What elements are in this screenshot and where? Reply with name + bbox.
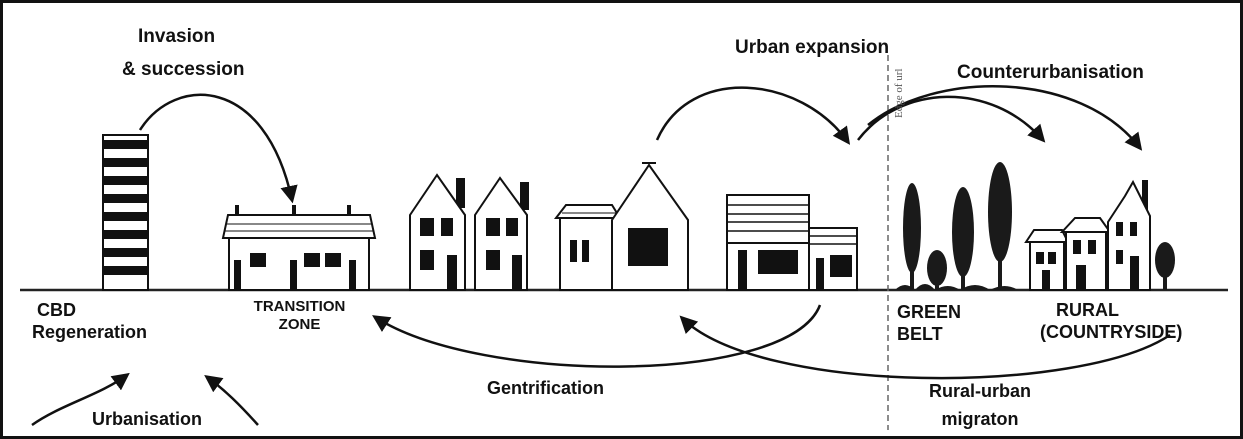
counterurbanisation-arrow-1 bbox=[857, 95, 1046, 143]
rural-urban-arrow bbox=[679, 315, 1171, 380]
urbanisation-arrow-left bbox=[31, 372, 130, 427]
green-belt-trees bbox=[895, 162, 1018, 290]
rural-urban-label-line1: Rural-urban bbox=[928, 381, 1031, 401]
rural-urban-label-line2: migraton bbox=[941, 408, 1019, 429]
green-belt-label: GREEN BELT bbox=[897, 302, 961, 345]
rural-label-line1: RURAL bbox=[1056, 300, 1119, 320]
gentrification-arrow bbox=[372, 304, 822, 368]
detached-house bbox=[553, 162, 689, 291]
cbd-label-line2: Regeneration bbox=[32, 321, 148, 342]
cbd-label: CBD Regeneration bbox=[32, 300, 222, 343]
rural-urban-migration-label: Rural-urban migraton bbox=[910, 381, 1050, 430]
terraced-houses bbox=[221, 205, 377, 291]
cbd-tower bbox=[102, 134, 149, 291]
urbanisation-label: Urbanisation bbox=[92, 409, 203, 429]
urbanisation-arrow-right bbox=[204, 374, 259, 426]
suburban-bungalows bbox=[726, 194, 858, 291]
urban-expansion-label: Urban expansion bbox=[735, 37, 890, 58]
countryside-cottages bbox=[1024, 179, 1175, 291]
counterurbanisation-label: Counterurbanisation bbox=[957, 62, 1144, 83]
green-belt-label-line2: BELT bbox=[897, 323, 943, 344]
invasion-label-line2: & succession bbox=[122, 58, 245, 80]
rural-label: RURAL (COUNTRYSIDE) bbox=[1040, 300, 1230, 343]
transition-zone-label: TRANSITION ZONE bbox=[222, 298, 377, 334]
transition-label-line1: TRANSITION bbox=[253, 298, 346, 315]
invasion-label: Invasion & succession bbox=[122, 26, 245, 82]
counterurbanisation-arrow-2 bbox=[867, 85, 1143, 151]
gentrification-label: Gentrification bbox=[487, 378, 605, 398]
invasion-succession-arrow bbox=[138, 93, 298, 204]
urban-expansion-arrow bbox=[655, 86, 851, 145]
semi-detached-houses bbox=[409, 173, 529, 291]
invasion-label-line1: Invasion bbox=[138, 26, 216, 47]
flow-arrows bbox=[31, 85, 1171, 427]
transition-label-line2: ZONE bbox=[278, 316, 321, 333]
cbd-label-line1: CBD bbox=[37, 300, 76, 320]
rural-label-line2: (COUNTRYSIDE) bbox=[1040, 321, 1183, 342]
green-belt-label-line1: GREEN bbox=[897, 302, 962, 322]
edge-of-city-label: Edge of url bbox=[893, 68, 905, 118]
